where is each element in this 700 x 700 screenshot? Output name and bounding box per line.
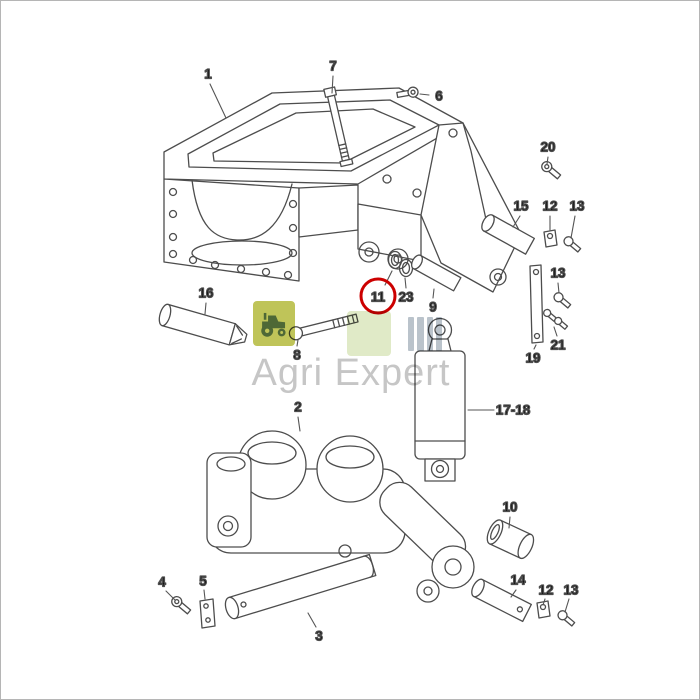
flat-bar-19-drawing bbox=[529, 264, 544, 344]
leader-line-19 bbox=[533, 344, 537, 350]
part-label-3-23: 3 bbox=[315, 629, 323, 644]
leader-line-6 bbox=[419, 93, 430, 96]
bolt-13-bottom-drawing bbox=[557, 610, 576, 627]
bolt-20-drawing bbox=[541, 160, 562, 180]
leader-line-4 bbox=[165, 590, 176, 601]
part-label-5-22: 5 bbox=[199, 574, 207, 589]
bushing-10-drawing bbox=[486, 519, 535, 560]
part-label-13-20: 13 bbox=[563, 583, 579, 598]
leader-line-10 bbox=[508, 516, 511, 529]
bolt-8-drawing bbox=[288, 313, 359, 341]
fasteners-21-drawing bbox=[542, 308, 569, 330]
leader-line-9 bbox=[432, 288, 435, 299]
leader-line-2 bbox=[297, 416, 301, 432]
leader-line-3 bbox=[307, 612, 317, 628]
clip-12-top-drawing bbox=[543, 229, 558, 248]
part-label-2-16: 2 bbox=[294, 400, 302, 415]
leader-line-15 bbox=[512, 215, 521, 228]
part-label-4-21: 4 bbox=[158, 575, 166, 590]
leader-line-20 bbox=[546, 156, 549, 165]
plate-5-drawing bbox=[199, 598, 216, 629]
leader-line-14 bbox=[510, 589, 517, 598]
stud-bolt-7-drawing bbox=[323, 86, 354, 168]
part-label-8-11: 8 bbox=[293, 348, 301, 363]
pin-15-drawing bbox=[481, 214, 535, 255]
pin-9-drawing bbox=[410, 254, 462, 292]
lower-housing-drawing bbox=[206, 430, 475, 603]
bolt-13-top-drawing bbox=[563, 236, 582, 253]
leader-line-5 bbox=[203, 589, 206, 600]
part-label-23-13: 23 bbox=[398, 290, 414, 305]
hydraulic-cylinder-drawing bbox=[414, 317, 466, 482]
part-label-11-12: 11 bbox=[371, 290, 386, 305]
leader-line-21 bbox=[553, 326, 558, 337]
leader-line-12 bbox=[542, 598, 546, 606]
part-label-13-6: 13 bbox=[569, 199, 585, 214]
leader-line-1 bbox=[209, 83, 227, 119]
leader-line-8 bbox=[296, 339, 299, 347]
leader-line-13 bbox=[570, 215, 576, 239]
o-rings-23-drawing bbox=[387, 250, 414, 278]
bolt-6-drawing bbox=[396, 86, 419, 99]
part-label-16-10: 16 bbox=[198, 286, 214, 301]
leader-line-16 bbox=[204, 302, 207, 315]
part-label-13-7: 13 bbox=[550, 266, 566, 281]
part-label-17-18-15: 17-18 bbox=[496, 403, 531, 418]
plunger-16-drawing bbox=[158, 303, 248, 346]
part-label-7-1: 7 bbox=[329, 59, 337, 74]
part-label-6-2: 6 bbox=[435, 89, 443, 104]
leader-line-13 bbox=[557, 282, 560, 294]
part-label-1-0: 1 bbox=[204, 67, 212, 82]
part-label-20-3: 20 bbox=[540, 140, 555, 155]
part-label-9-14: 9 bbox=[429, 300, 437, 315]
part-label-12-5: 12 bbox=[542, 199, 557, 214]
leader-line-23 bbox=[404, 277, 407, 289]
leader-line-7 bbox=[331, 75, 334, 94]
part-label-21-8: 21 bbox=[550, 338, 566, 353]
leader-line-13 bbox=[564, 598, 570, 613]
pin-3-drawing bbox=[224, 553, 377, 620]
part-label-12-19: 12 bbox=[538, 583, 553, 598]
part-label-19-9: 19 bbox=[525, 351, 540, 366]
pin-14-drawing bbox=[471, 578, 532, 623]
part-label-14-18: 14 bbox=[510, 573, 526, 588]
bolt-13-mid-drawing bbox=[553, 292, 572, 309]
upper-housing-drawing bbox=[163, 87, 522, 293]
bolt-4-drawing bbox=[171, 595, 192, 615]
part-label-15-4: 15 bbox=[513, 199, 529, 214]
part-label-10-17: 10 bbox=[502, 500, 517, 515]
